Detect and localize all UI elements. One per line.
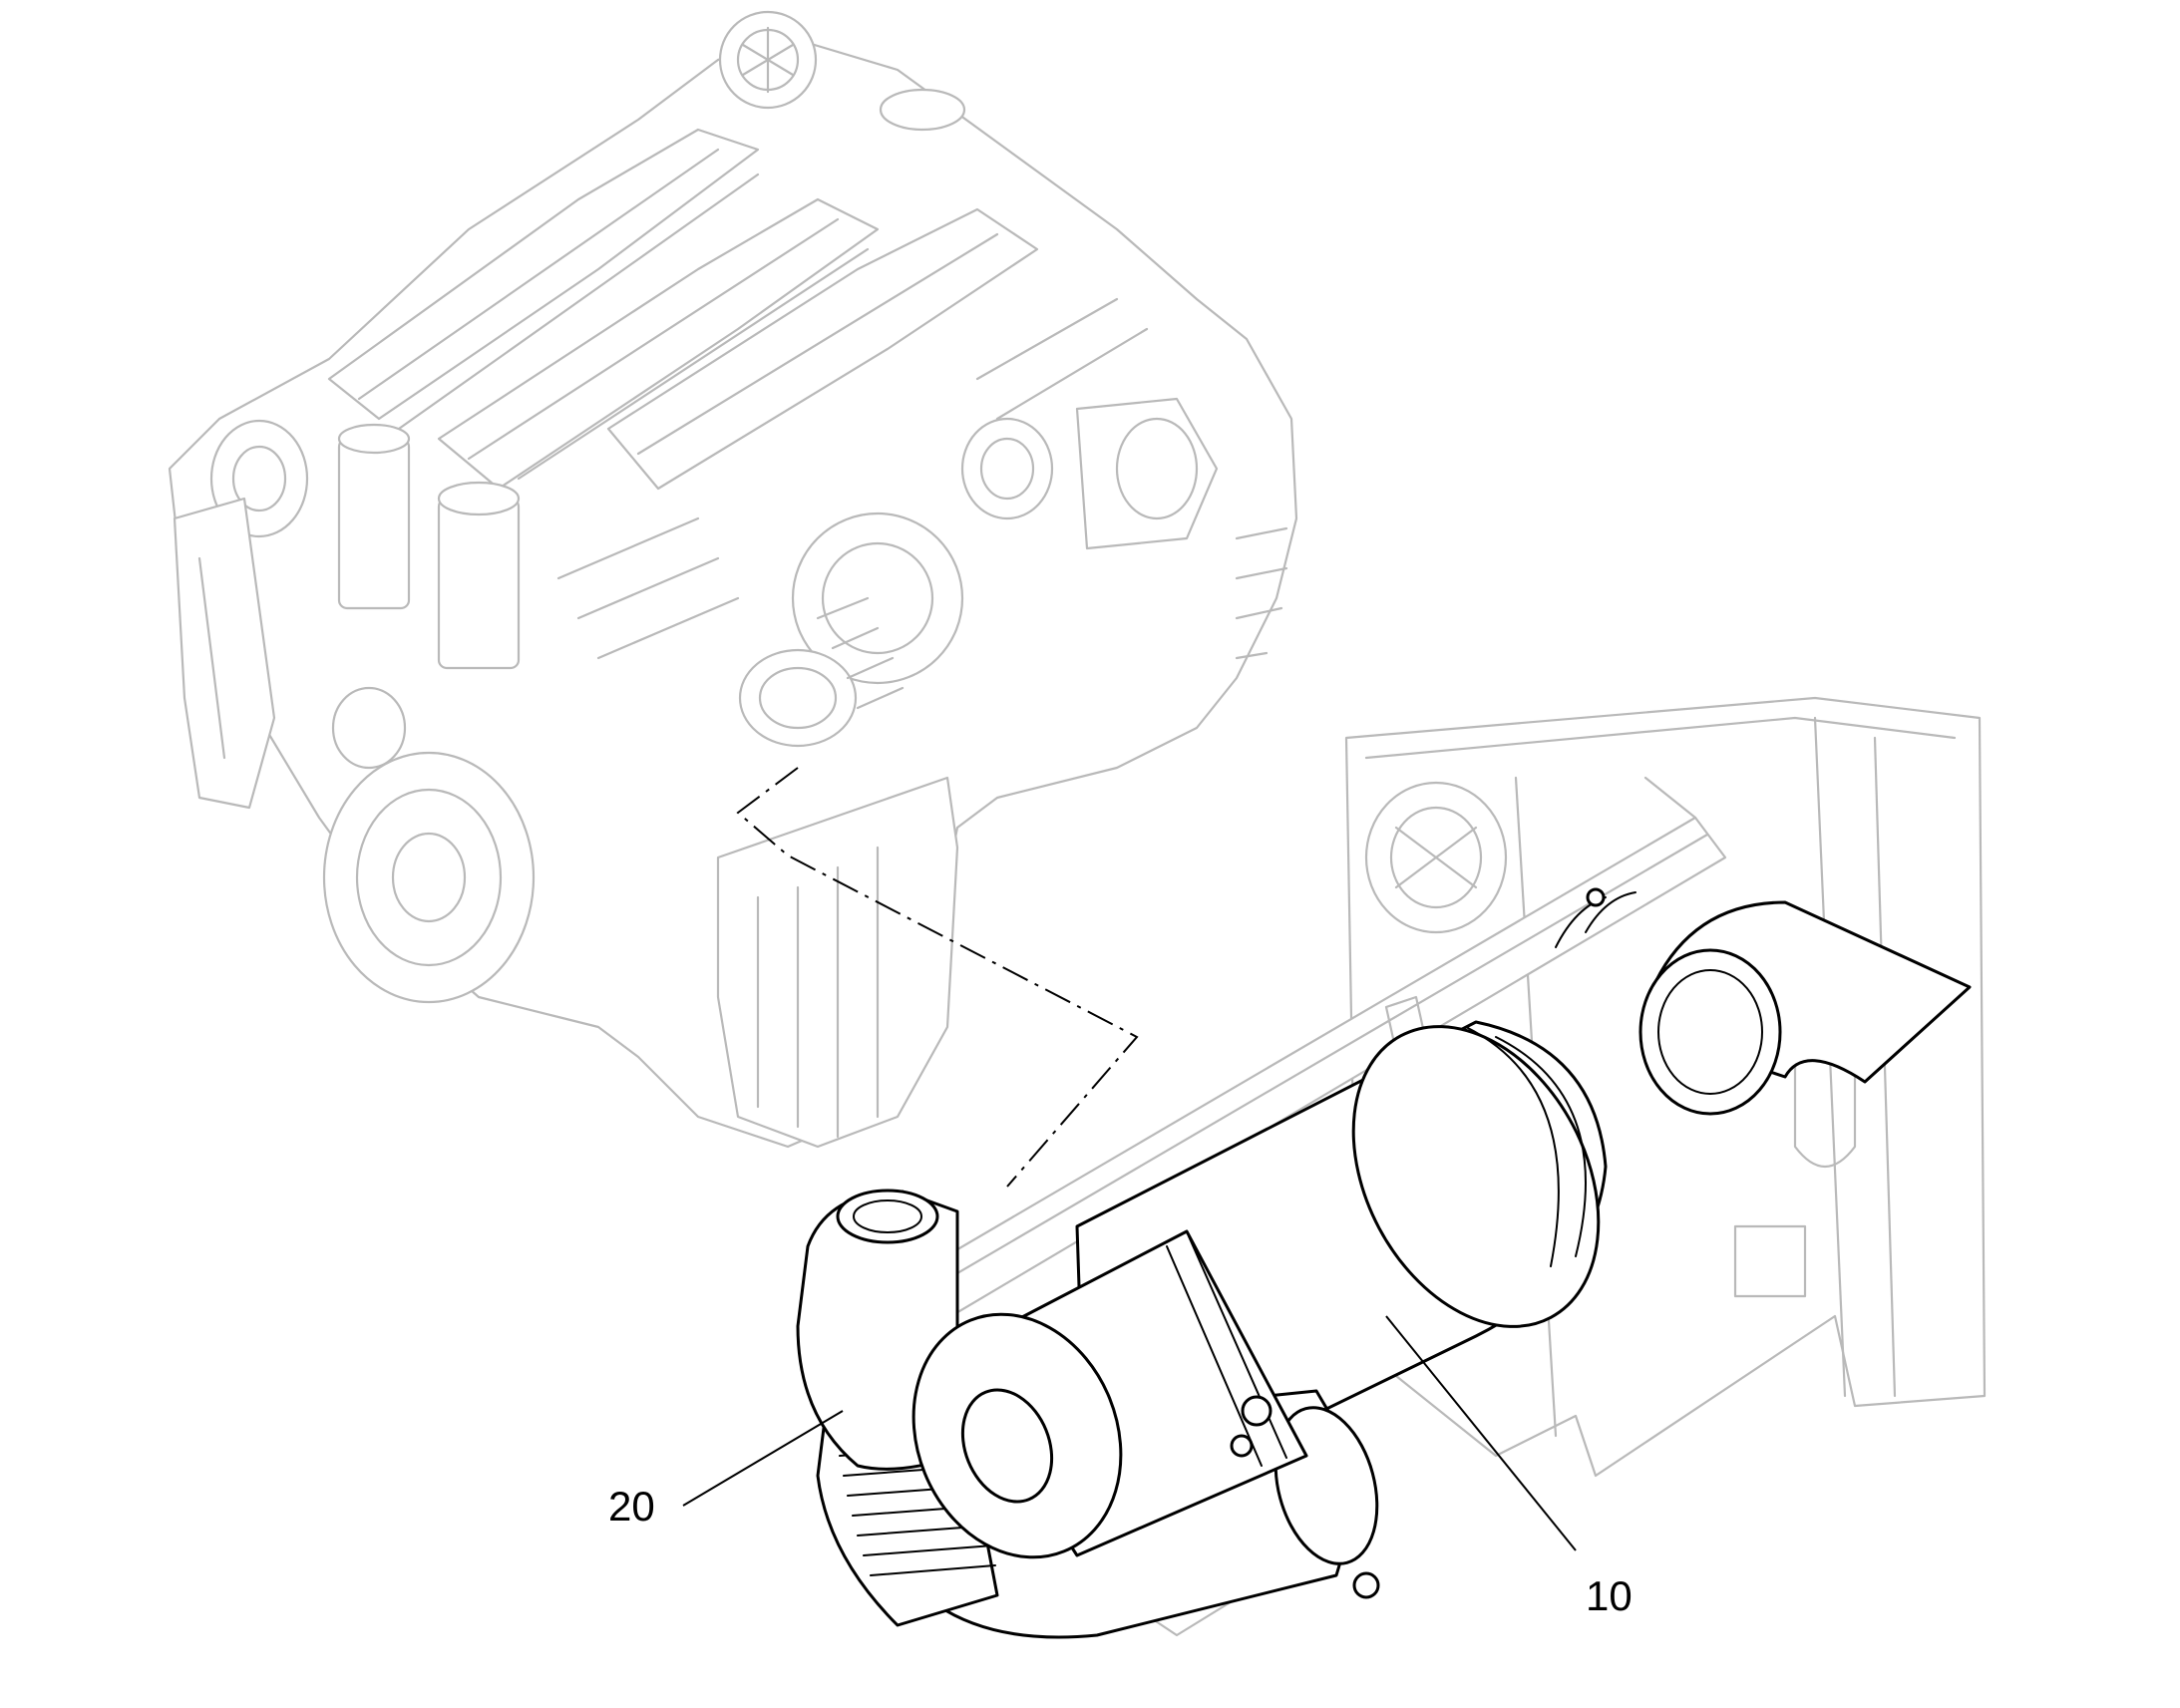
engine-assembly [168, 10, 1298, 1149]
callout-10-label: 10 [1586, 1572, 1633, 1619]
callout-20-label: 20 [608, 1483, 655, 1530]
outlet-clamp [1638, 948, 1782, 1116]
callout-10-leader [1385, 1315, 1577, 1551]
callout-20-leader [682, 1410, 844, 1507]
callout-10: 10 [1385, 1315, 1633, 1619]
connection-route-line [736, 767, 1139, 1188]
callout-20: 20 [608, 1410, 844, 1530]
exhaust-aftertreatment-assembly [796, 887, 1972, 1639]
